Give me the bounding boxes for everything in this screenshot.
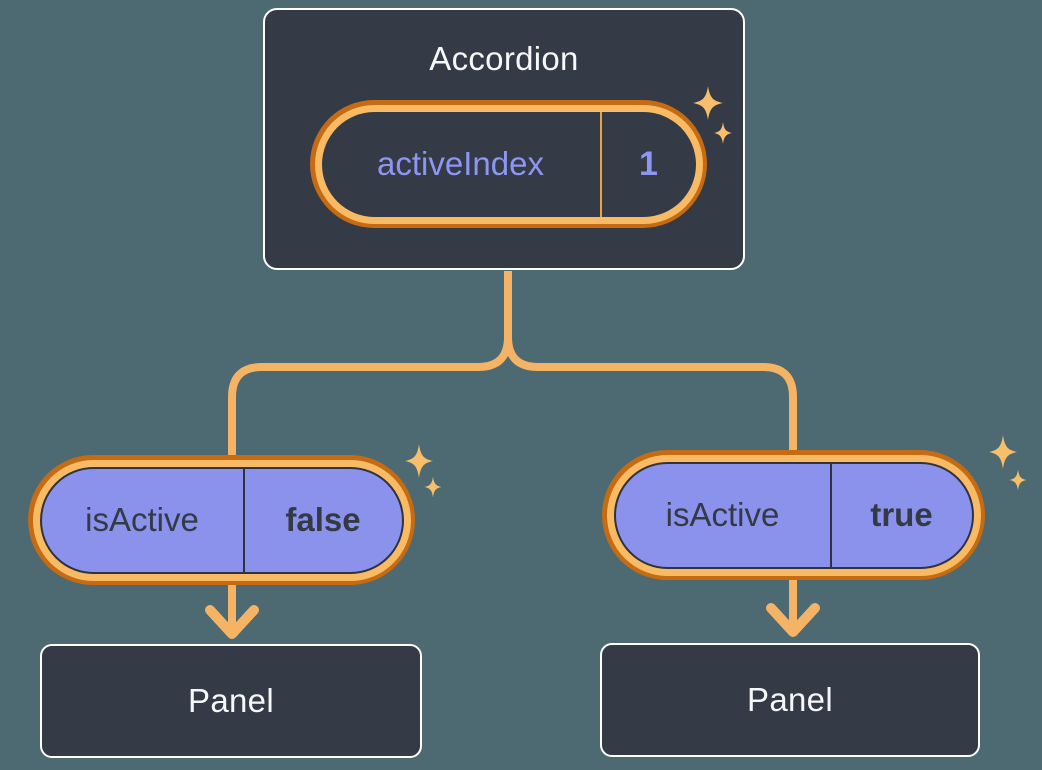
prop-name-label: isActive [85, 501, 199, 538]
prop-pill-ring: isActive false [32, 459, 411, 581]
sparkle-icon [989, 435, 1027, 491]
state-value-label: 1 [639, 144, 658, 183]
panel-title: Panel [747, 681, 833, 718]
state-pill-activeindex: activeIndex 1 [310, 100, 707, 228]
sparkle-icon [405, 444, 442, 498]
prop-value-label: false [285, 501, 361, 538]
prop-pill-isactive-false: isActive false [28, 455, 415, 585]
pill-divider [599, 111, 602, 217]
prop-pill-isactive-true: isActive true [602, 450, 985, 580]
panel-node-left: Panel [40, 644, 422, 758]
prop-name-label: isActive [665, 496, 780, 533]
arrow-down-icon [205, 605, 259, 639]
accordion-title: Accordion [429, 40, 579, 77]
prop-value-label: true [870, 496, 933, 533]
pill-divider [829, 463, 832, 567]
panel-title: Panel [188, 682, 274, 719]
panel-node-right: Panel [600, 643, 980, 757]
arrow-down-icon [766, 603, 820, 637]
state-name-label: activeIndex [377, 145, 544, 182]
prop-pill-ring: isActive true [606, 454, 981, 576]
state-pill-ring: activeIndex 1 [314, 104, 703, 224]
